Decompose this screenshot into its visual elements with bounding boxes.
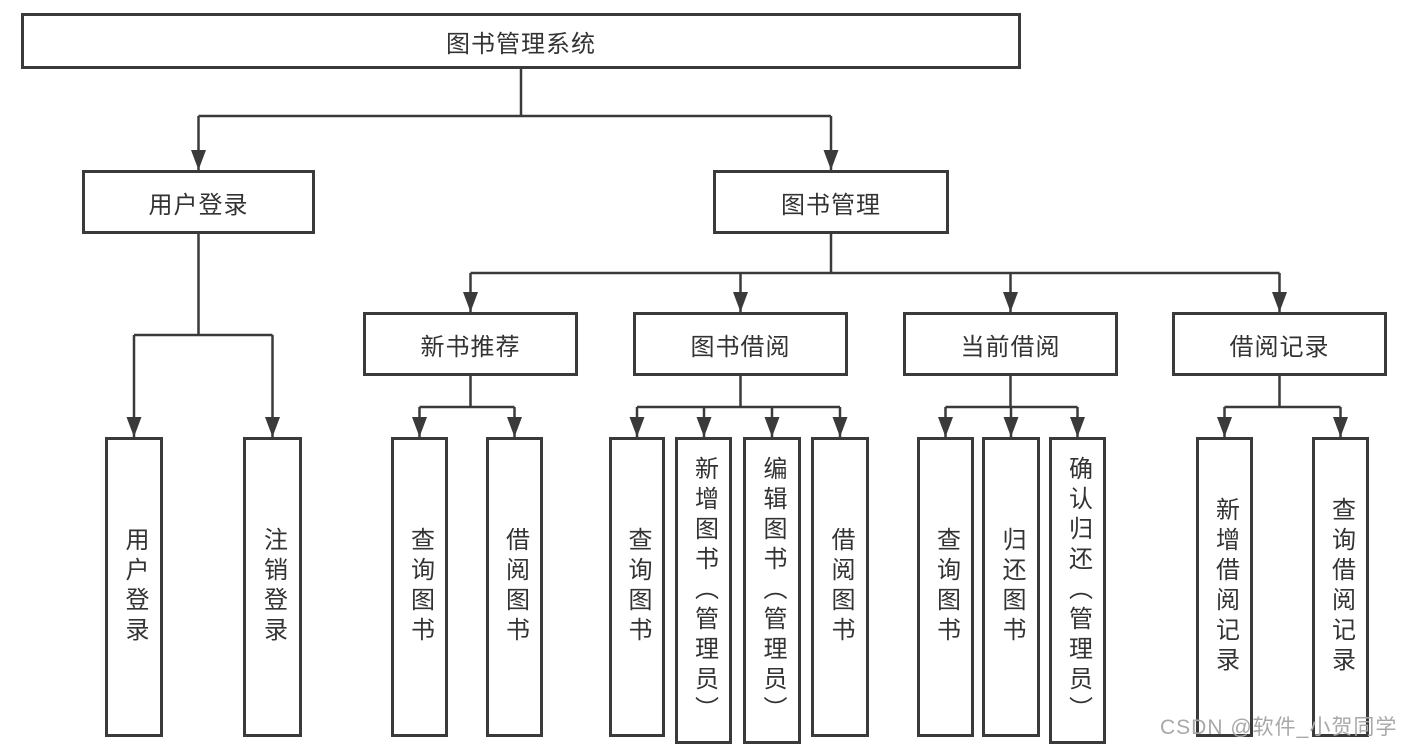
root-box: 图书管理系统	[21, 13, 1021, 69]
leaf-user-login: 用户登录	[105, 437, 163, 737]
leaf-borrowing-query-books: 查询图书	[609, 437, 665, 737]
leaf-borrowing-edit-books-admin: 编辑图书（管理员）	[743, 437, 801, 744]
leaf-records-query-record: 查询借阅记录	[1312, 437, 1369, 737]
csdn-watermark: CSDN @软件_小贺同学	[1160, 716, 1398, 739]
leaf-current-return-books: 归还图书	[982, 437, 1040, 737]
node-new-book-recommend: 新书推荐	[363, 312, 578, 376]
leaf-borrowing-borrow-books: 借阅图书	[811, 437, 869, 737]
leaf-logout: 注销登录	[243, 437, 302, 737]
node-user-login: 用户登录	[82, 170, 315, 234]
leaf-borrowing-add-books-admin: 新增图书（管理员）	[675, 437, 732, 744]
leaf-recommend-query-books: 查询图书	[391, 437, 448, 737]
leaf-current-query-books: 查询图书	[917, 437, 974, 737]
node-book-management: 图书管理	[713, 170, 949, 234]
leaf-records-add-record: 新增借阅记录	[1196, 437, 1253, 737]
node-borrowing-records: 借阅记录	[1172, 312, 1387, 376]
node-current-borrowing: 当前借阅	[903, 312, 1118, 376]
leaf-current-confirm-return-admin: 确认归还（管理员）	[1049, 437, 1106, 744]
node-book-borrowing: 图书借阅	[633, 312, 848, 376]
leaf-recommend-borrow-books: 借阅图书	[486, 437, 543, 737]
